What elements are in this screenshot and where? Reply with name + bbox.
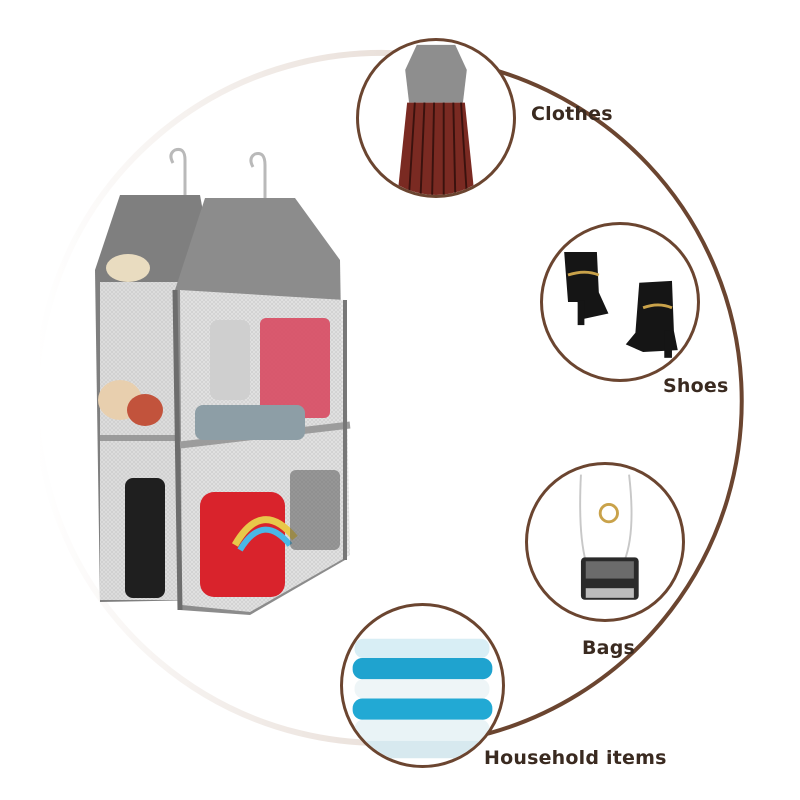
boots-icon xyxy=(564,251,678,358)
household-photo-circle xyxy=(340,603,505,768)
ring-faded-arc xyxy=(33,50,441,746)
label-shoes: Shoes xyxy=(663,375,729,397)
towels-icon xyxy=(352,638,493,759)
ring-brown-arc xyxy=(434,56,744,740)
label-household-items: Household items xyxy=(484,747,667,769)
hanging-organizer-photo xyxy=(95,148,351,615)
shoes-photo-circle xyxy=(540,222,700,382)
bags-photo-circle xyxy=(525,462,685,622)
clothes-photo-circle xyxy=(356,38,516,198)
dress-icon xyxy=(397,44,475,195)
label-clothes: Clothes xyxy=(531,103,613,125)
label-bags: Bags xyxy=(582,637,636,659)
handbag-icon xyxy=(579,474,639,600)
